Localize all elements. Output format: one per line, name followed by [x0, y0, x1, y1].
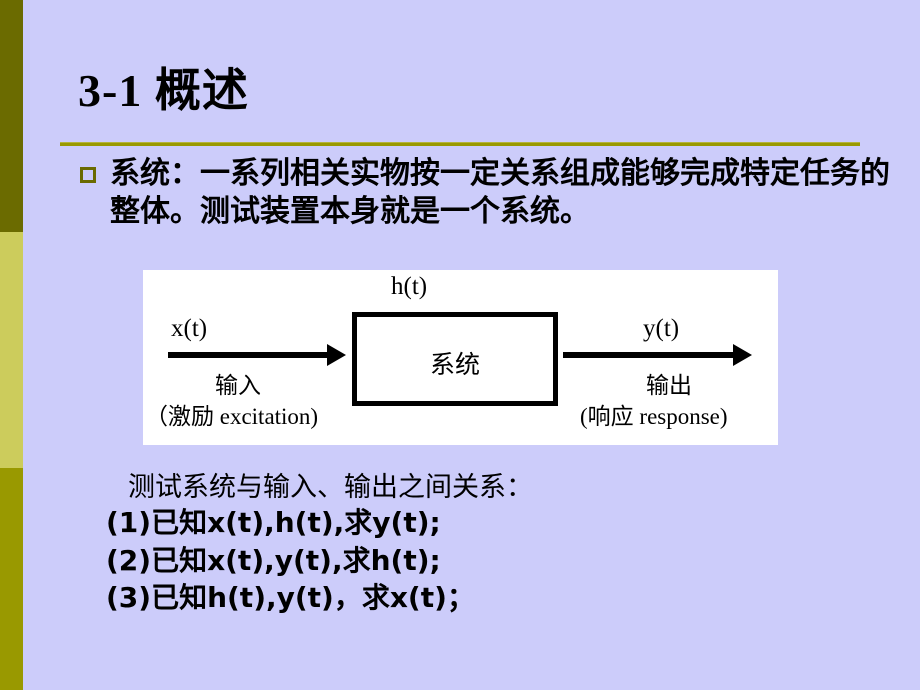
sidebar-band-bottom: [0, 468, 23, 690]
square-bullet-icon: [80, 167, 96, 183]
diagram-label-input-cn: 输入: [215, 373, 261, 398]
relationship-heading: 测试系统与输入、输出之间关系：: [128, 472, 533, 503]
sidebar-band-top: [0, 0, 23, 232]
relationship-item-1: (1)已知x(t),h(t),求y(t);: [106, 506, 441, 540]
title-divider-rule: [60, 142, 860, 146]
diagram-label-impulse-response: h(t): [391, 273, 428, 300]
bullet-paragraph: 系统：一系列相关实物按一定关系组成能够完成特定任务的整体。测试装置本身就是一个系…: [78, 155, 908, 232]
system-block-diagram: h(t) x(t) y(t) 输入 输出 （激励 excitation) (响应…: [143, 270, 778, 445]
sidebar-band-middle: [0, 232, 23, 468]
diagram-label-excitation: （激励 excitation): [145, 404, 319, 429]
relationship-item-3: (3)已知h(t),y(t)，求x(t)；: [106, 581, 475, 615]
relationship-item-2: (2)已知x(t),y(t),求h(t);: [106, 543, 441, 577]
input-arrow-shaft: [168, 352, 328, 358]
bullet-text: 系统：一系列相关实物按一定关系组成能够完成特定任务的整体。测试装置本身就是一个系…: [110, 156, 890, 230]
system-box-label: 系统: [429, 350, 480, 379]
slide-title: 3-1 概述: [78, 65, 249, 116]
output-arrow-head: [733, 344, 752, 366]
diagram-label-response: (响应 response): [580, 404, 728, 429]
input-arrow-head: [327, 344, 346, 366]
diagram-label-output-cn: 输出: [646, 373, 692, 398]
system-box: 系统: [352, 312, 558, 406]
diagram-label-input-signal: x(t): [171, 315, 208, 342]
relationship-list: 测试系统与输入、输出之间关系： (1)已知x(t),h(t),求y(t); (2…: [106, 472, 906, 617]
output-arrow-shaft: [563, 352, 735, 358]
diagram-label-output-signal: y(t): [643, 315, 680, 342]
